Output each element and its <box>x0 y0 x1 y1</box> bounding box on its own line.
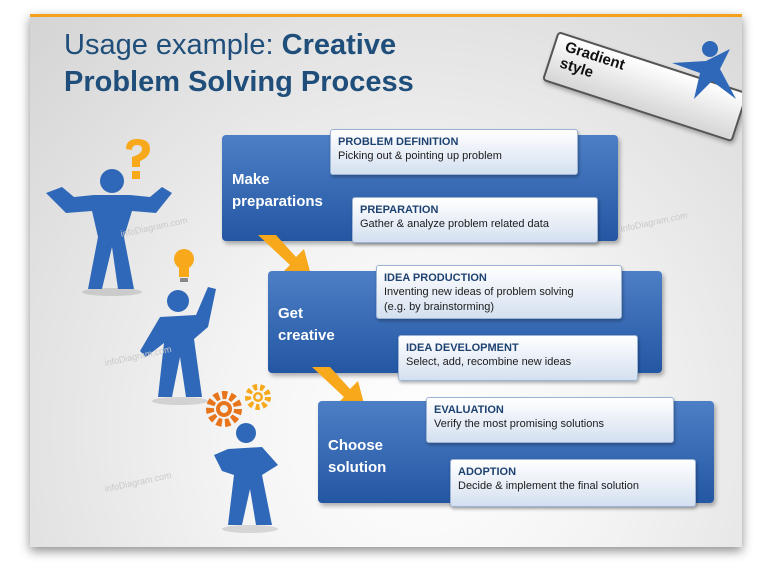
person-icon <box>46 169 172 296</box>
person-gears-icon <box>214 423 278 533</box>
box-description: Select, add, recombine new ideas <box>406 356 572 368</box>
slide: Usage example: Creative Problem Solving … <box>30 14 742 547</box>
stage-label: Get creative <box>278 303 335 347</box>
figure-question <box>44 137 174 297</box>
stage-label-line1: Get <box>278 305 304 322</box>
box-description: Verify the most promising solutions <box>434 418 604 430</box>
title-creative: Creative <box>281 29 397 61</box>
box-description: Decide & implement the final solution <box>458 480 639 492</box>
arrow-down-right-icon <box>258 235 312 279</box>
box-description: Picking out & pointing up problem <box>338 150 502 162</box>
box-description: Gather & analyze problem related data <box>360 218 549 230</box>
stage-label-line2: preparations <box>232 193 323 210</box>
stage-label: Make preparations <box>232 169 323 213</box>
question-mark-icon <box>126 139 150 179</box>
box-adoption: ADOPTION Decide & implement the final so… <box>450 459 696 507</box>
gears-icon <box>206 384 271 427</box>
badge-text: Gradient style <box>558 39 627 90</box>
box-heading: EVALUATION <box>434 404 504 416</box>
box-idea-production: IDEA PRODUCTION Inventing new ideas of p… <box>376 265 622 319</box>
stage-label: Choose solution <box>328 435 386 479</box>
title-line2: Problem Solving Process <box>64 66 414 98</box>
box-heading: PROBLEM DEFINITION <box>338 136 459 148</box>
watermark-4: infoDiagram.com <box>619 210 689 234</box>
figure-gears <box>202 375 312 535</box>
box-heading: IDEA PRODUCTION <box>384 272 487 284</box>
figure-idea <box>130 247 240 407</box>
title-prefix: Usage example: <box>64 29 282 61</box>
stage-label-line2: creative <box>278 327 335 344</box>
box-idea-development: IDEA DEVELOPMENT Select, add, recombine … <box>398 335 638 381</box>
box-evaluation: EVALUATION Verify the most promising sol… <box>426 397 674 443</box>
box-description-2: (e.g. by brainstorming) <box>384 301 495 313</box>
box-description: Inventing new ideas of problem solving <box>384 286 574 298</box>
stage-label-line2: solution <box>328 459 387 476</box>
page-title: Usage example: Creative Problem Solving … <box>64 27 414 101</box>
stage-label-line1: Choose <box>328 437 384 454</box>
star-person-icon <box>672 41 736 99</box>
box-problem-definition: PROBLEM DEFINITION Picking out & pointin… <box>330 129 578 175</box>
box-heading: ADOPTION <box>458 466 517 478</box>
arrow-down-right-icon <box>312 367 366 411</box>
box-preparation: PREPARATION Gather & analyze problem rel… <box>352 197 598 243</box>
light-bulb-icon <box>174 249 194 282</box>
stage-label-line1: Make <box>232 171 270 188</box>
box-heading: IDEA DEVELOPMENT <box>406 342 519 354</box>
watermark-3: infoDiagram.com <box>103 470 173 494</box>
person-thinking-icon <box>140 287 216 405</box>
box-heading: PREPARATION <box>360 204 439 216</box>
